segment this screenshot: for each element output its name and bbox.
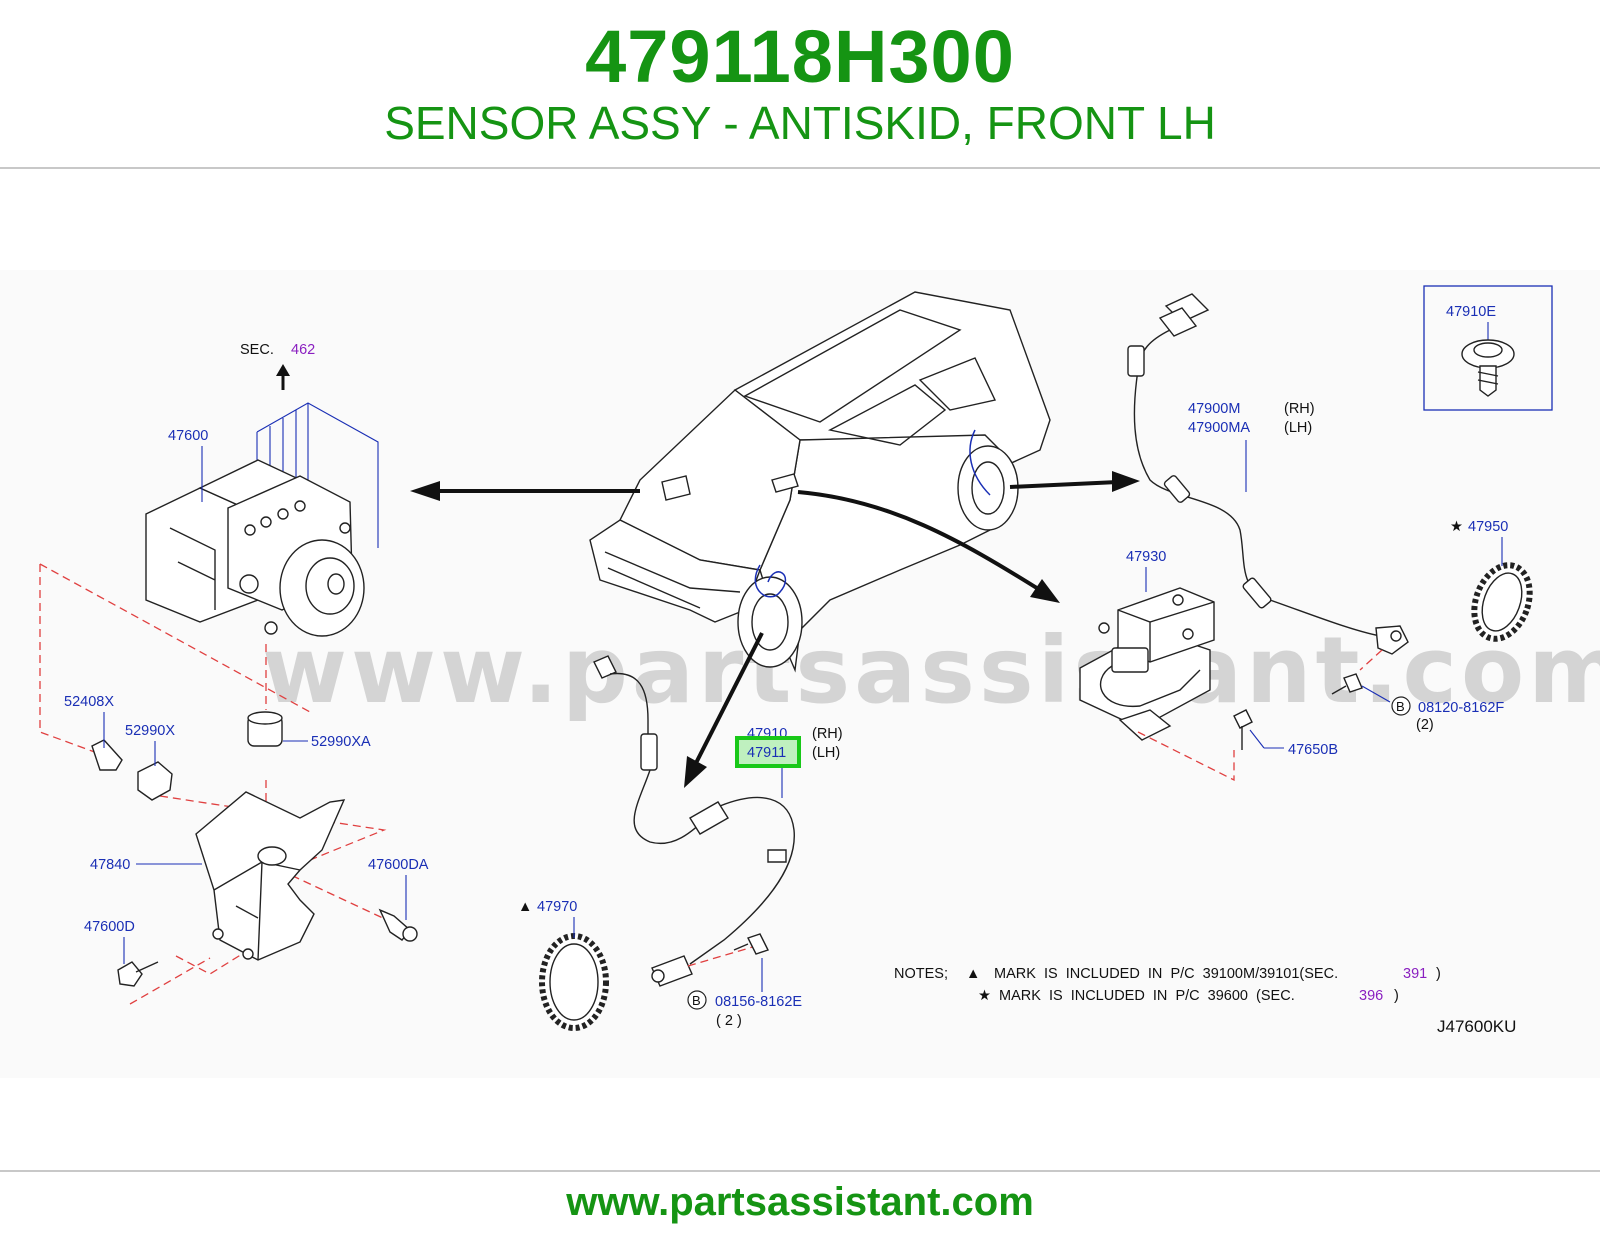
part-number-title: 479118H300 [585,15,1015,98]
yaw-sensor-47930 [1079,587,1253,782]
page-header: 479118H300 SENSOR ASSY - ANTISKID, FRONT… [0,0,1600,168]
notes-triangle-mark: ▲ [966,966,980,982]
notes-star-mark: ★ [978,988,991,1004]
parts-diagram: www.partsassistant.com [0,270,1600,1078]
tone-ring-47970 [539,933,609,1031]
front-sensor-assembly [593,655,795,987]
footer-url-link[interactable]: www.partsassistant.com [566,1180,1034,1224]
footer-divider [0,1170,1600,1172]
part-description: SENSOR ASSY - ANTISKID, FRONT LH [384,97,1216,149]
notes-sec-391[interactable]: 391 [1403,966,1427,982]
callout-47600d[interactable]: 47600D [84,919,135,935]
notes-sec-396[interactable]: 396 [1359,988,1383,1004]
side-47900m: (RH) [1284,401,1315,417]
notes-block: NOTES; ▲ MARK IS INCLUDED IN P/C 39100M/… [894,966,1441,1004]
header-divider [0,167,1600,169]
tone-ring-47950 [1471,562,1533,642]
side-47900ma: (LH) [1284,420,1312,436]
triangle-mark-47970: ▲ [518,899,532,915]
direction-arrows [410,471,1140,788]
callout-47970[interactable]: 47970 [537,899,577,915]
bolt-mark-circle-2 [1391,696,1411,716]
abs-actuator-47600: SEC. 462 47600 [145,342,379,637]
notes-line1-close: ) [1436,966,1441,982]
callout-47600[interactable]: 47600 [168,428,208,444]
callout-08120-8162f[interactable]: 08120-8162F [1418,700,1504,716]
qty-08156: ( 2 ) [716,1013,742,1029]
notes-prefix: NOTES; [894,966,948,982]
callout-47911[interactable]: 47911 [747,745,786,761]
callout-47600da[interactable]: 47600DA [368,857,429,873]
callout-47910e[interactable]: 47910E [1446,304,1496,320]
rear-sensor-assembly [1127,293,1409,695]
qty-08120: (2) [1416,717,1434,733]
callout-08156-8162e[interactable]: 08156-8162E [715,994,802,1010]
sec-number-462[interactable]: 462 [291,342,315,358]
callout-47950[interactable]: 47950 [1468,519,1508,535]
star-mark-47950: ★ [1450,519,1463,535]
notes-line2-close: ) [1394,988,1399,1004]
bolt-mark-b-2: B [1396,699,1405,714]
bracket-47840 [195,791,346,961]
callout-47650b[interactable]: 47650B [1288,742,1338,758]
mount-parts-left [91,711,418,987]
side-47910: (RH) [812,726,843,742]
side-47911: (LH) [812,745,840,761]
callout-47930[interactable]: 47930 [1126,549,1166,565]
highlight-box-47911 [735,736,801,768]
vehicle-illustration [589,291,1051,673]
inset-box-47910e: 47910E [1423,285,1553,411]
notes-line2-text: MARK IS INCLUDED IN P/C 39600 (SEC. [999,988,1295,1004]
callout-52990xa[interactable]: 52990XA [311,734,371,750]
bolt-mark-circle-1 [687,990,707,1010]
callout-47840[interactable]: 47840 [90,857,130,873]
callout-47900ma[interactable]: 47900MA [1188,420,1250,436]
bolt-mark-b-1: B [692,993,701,1008]
diagram-code: J47600KU [1437,1017,1516,1036]
callout-52408x[interactable]: 52408X [64,694,114,710]
callout-47900m[interactable]: 47900M [1188,401,1240,417]
sec-prefix: SEC. [240,342,274,358]
callout-52990x[interactable]: 52990X [125,723,175,739]
parts-diagram-svg: www.partsassistant.com [39,285,1600,1036]
notes-line1-text: MARK IS INCLUDED IN P/C 39100M/39101(SEC… [994,966,1338,982]
